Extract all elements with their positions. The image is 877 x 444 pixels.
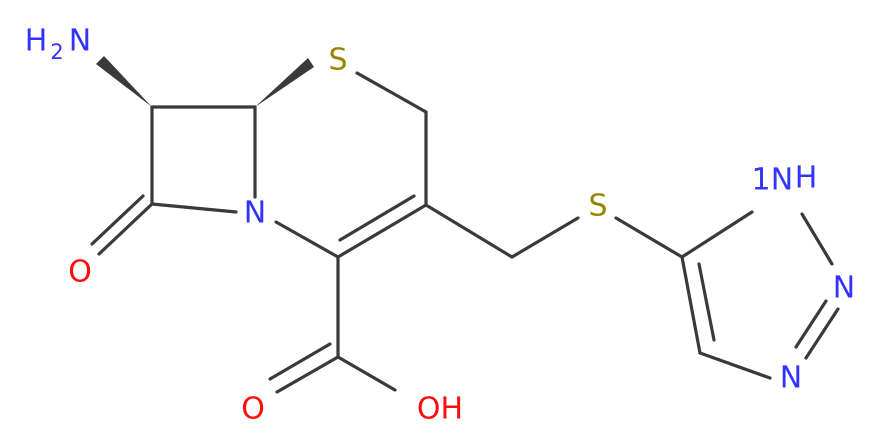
wedge-bond-amine	[96, 56, 152, 107]
bond-c5-nh	[680, 210, 754, 259]
bond-s-c5	[614, 216, 684, 259]
carbonyl-oxygen-label: O	[68, 255, 92, 290]
triazole-nh-n: N	[771, 163, 793, 198]
linker-sulfur-label: S	[588, 189, 607, 224]
amine-label: H 2 N	[25, 24, 92, 65]
triazole-position-subscript: 1	[751, 163, 770, 198]
bond-ch2-s	[510, 216, 580, 259]
bond-n3-c4	[698, 351, 772, 380]
amine-subscript: 2	[50, 40, 63, 64]
triazole-n3-label: N	[780, 361, 802, 396]
bond-n2-n3-1	[804, 307, 840, 360]
acid-hydroxyl-label: OH	[417, 392, 463, 427]
bond-nh-n2	[800, 212, 834, 266]
bond-c-o-double-2	[268, 342, 332, 381]
bond-c3-ch2	[424, 203, 514, 259]
bond-n2-n3-2	[794, 299, 828, 349]
bond-c3-c4	[336, 203, 428, 259]
triazole-h: H	[795, 161, 818, 196]
bond-c-o-double-1	[275, 355, 340, 394]
triazole-nh-label: 1 H N	[751, 161, 817, 198]
ring-sulfur-label: S	[328, 43, 347, 78]
bond-s-c2	[355, 71, 428, 114]
bond-c4-n	[274, 220, 340, 259]
wedge-bond-sulfur	[255, 58, 314, 107]
bond-c4-c5-double	[697, 262, 716, 342]
amine-h: H	[25, 24, 48, 59]
triazole-n2-label: N	[833, 271, 855, 306]
bond-c-oh	[336, 355, 397, 392]
lactam-nitrogen-label: N	[244, 196, 266, 231]
bond-c4-c5	[680, 255, 702, 355]
bond-c8-n	[150, 202, 238, 214]
amine-n: N	[69, 24, 91, 59]
bond-c3-c4-double	[338, 194, 416, 242]
bond-carbonyl-1	[97, 202, 154, 256]
bond-carbonyl-2	[90, 194, 145, 246]
acid-oxygen-label: O	[241, 392, 265, 427]
